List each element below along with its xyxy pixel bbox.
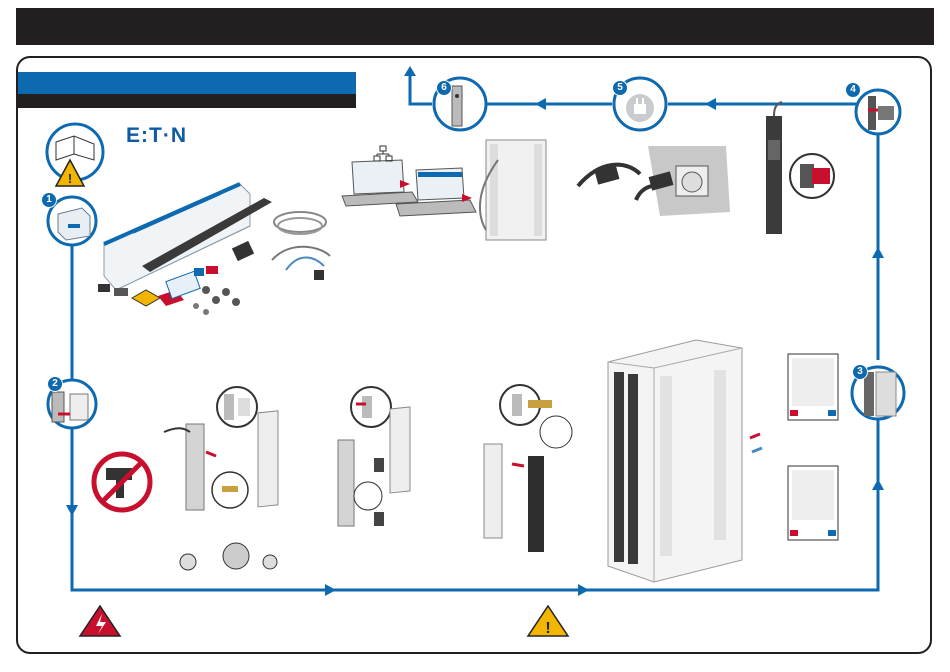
box-icon xyxy=(58,208,90,240)
network-icon xyxy=(452,86,462,126)
bracket-mount-icon xyxy=(52,392,88,422)
power-icon xyxy=(626,94,654,122)
step-badge-5: 5 xyxy=(612,80,628,96)
cable-diagram xyxy=(750,354,838,540)
step-badge-4: 4 xyxy=(845,82,861,98)
svg-text:!: ! xyxy=(545,620,550,637)
electrical-hazard-icon xyxy=(80,606,120,636)
mount-hardware xyxy=(180,543,277,570)
flow-arrows xyxy=(66,66,884,596)
step-badge-6: 6 xyxy=(436,80,452,96)
step-badge-2: 2 xyxy=(47,376,63,392)
warning-icon-bottom: ! xyxy=(528,606,568,637)
svg-text:!: ! xyxy=(68,171,72,186)
rack-mount-icon xyxy=(864,372,896,416)
product-box xyxy=(104,184,250,290)
bracket-step-b xyxy=(338,387,410,526)
network-cables xyxy=(272,247,330,280)
no-drill-icon xyxy=(94,454,150,510)
rack-cabinet xyxy=(608,340,742,582)
outlet-illustration xyxy=(578,146,730,216)
cable-coil xyxy=(274,212,326,234)
bracket-step-a xyxy=(164,387,278,510)
step-badge-3: 3 xyxy=(852,364,868,380)
network-symbol-icon xyxy=(374,146,392,161)
rack-small xyxy=(480,140,546,240)
bracket-step-c xyxy=(484,385,572,552)
power-plug xyxy=(232,241,254,261)
flow-lines xyxy=(72,74,878,590)
pdu-vertical xyxy=(766,102,834,234)
step-badge-1: 1 xyxy=(41,192,57,208)
